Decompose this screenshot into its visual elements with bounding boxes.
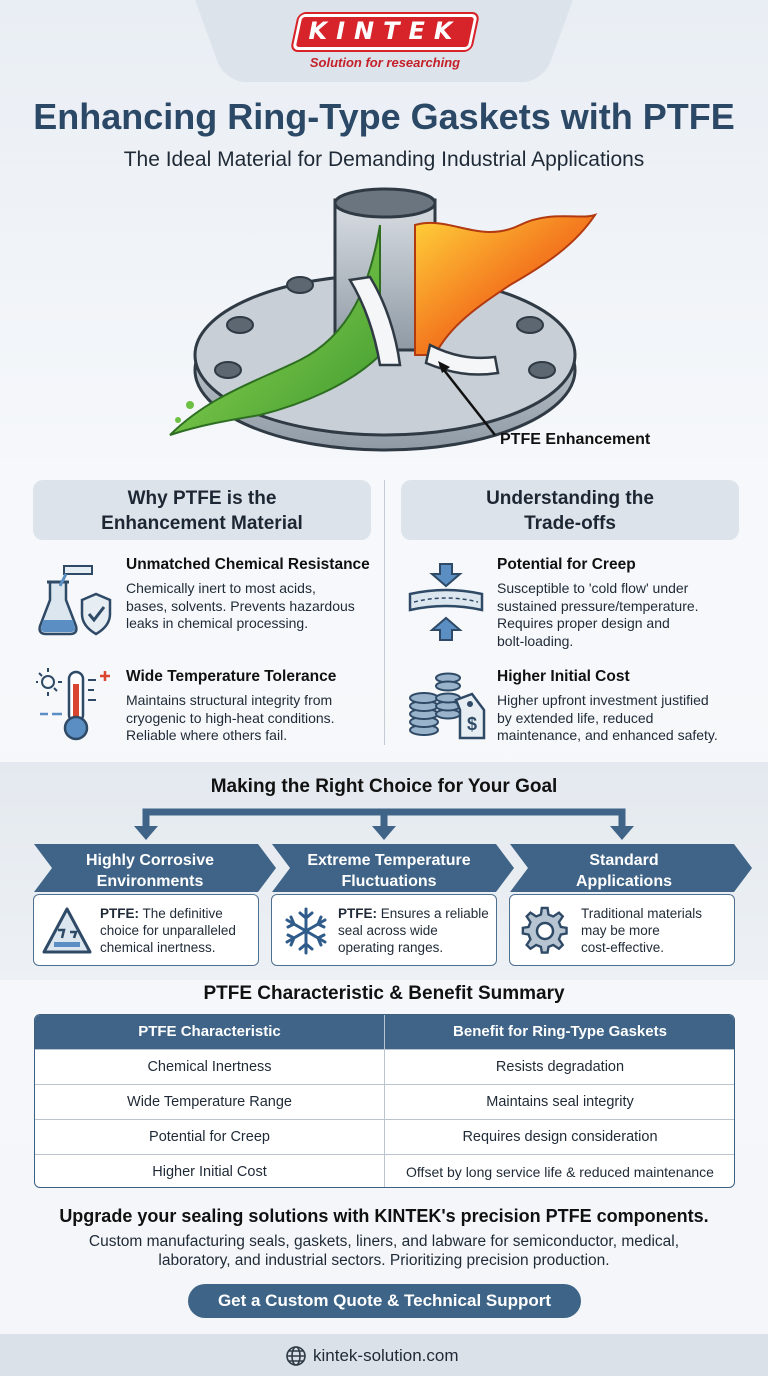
logo-tagline: Solution for researching xyxy=(309,55,461,70)
table-cell: Higher Initial Cost xyxy=(152,1164,267,1180)
goal-label-corrosive: Highly Corrosive Environments xyxy=(40,850,260,892)
goal-card-corrosive xyxy=(33,894,259,966)
why-ptfe-heading: Why PTFE is the Enhancement Material xyxy=(33,480,371,540)
summary-table: PTFE Characteristic Benefit for Ring-Typ… xyxy=(34,1014,735,1188)
label-line: Environments xyxy=(96,873,204,890)
tradeoff-item-desc-2: Higher upfront investment justified by e… xyxy=(497,692,747,745)
label-line: Standard xyxy=(589,852,659,869)
desc-line: bases, solvents. Prevents hazardous xyxy=(126,597,355,614)
goal-bold: PTFE: xyxy=(338,906,377,921)
goals-title: Making the Right Choice for Your Goal xyxy=(210,776,558,797)
goal-label-temperature: Extreme Temperature Fluctuations xyxy=(279,850,499,892)
table-cell: Resists degradation xyxy=(495,1059,625,1075)
goal-text-corrosive: PTFE: The definitive choice for unparall… xyxy=(100,905,236,956)
thermometer-icon xyxy=(36,668,110,741)
desc-line: Chemically inert to most acids, xyxy=(126,580,316,596)
desc-line: Requires proper design and xyxy=(497,615,670,631)
goal-text-standard: Traditional materials may be more cost-e… xyxy=(581,905,702,956)
page-title: Enhancing Ring-Type Gaskets with PTFE xyxy=(33,96,735,137)
table-cell: Offset by long service life & reduced ma… xyxy=(406,1164,714,1180)
goal-text-span: The definitive xyxy=(139,906,223,921)
why-heading-line2: Enhancement Material xyxy=(101,513,303,534)
tradeoff-item-desc-1: Susceptible to 'cold flow' under sustain… xyxy=(497,580,747,650)
goal-text-line: cost-effective. xyxy=(581,940,665,955)
desc-line: maintenance, and enhanced safety. xyxy=(497,727,718,743)
desc-line: Maintains structural integrity from xyxy=(126,692,333,708)
logo-text: KINTEK xyxy=(308,17,462,45)
why-heading-line1: Why PTFE is the xyxy=(127,488,277,509)
coins-price-tag-icon: $ xyxy=(409,672,486,740)
chemistry-shield-icon xyxy=(38,565,112,636)
table-cell: Wide Temperature Range xyxy=(127,1094,292,1110)
custom-quote-button[interactable]: Get a Custom Quote & Technical Support xyxy=(188,1284,581,1318)
table-header-characteristic: PTFE Characteristic xyxy=(138,1023,281,1040)
ptfe-enhancement-callout: PTFE Enhancement xyxy=(500,431,651,448)
svg-text:$: $ xyxy=(467,714,477,734)
why-item-title-2: Wide Temperature Tolerance xyxy=(126,668,337,685)
goal-text-line: operating ranges. xyxy=(338,940,444,955)
goal-text-line: chemical inertness. xyxy=(100,940,216,955)
cta-desc-line: Custom manufacturing seals, gaskets, lin… xyxy=(88,1233,680,1250)
tradeoff-item-title-2: Higher Initial Cost xyxy=(497,668,630,685)
tradeoff-item-title-1: Potential for Creep xyxy=(497,556,636,573)
footer-bar xyxy=(0,1334,768,1376)
why-item-desc-1: Chemically inert to most acids, bases, s… xyxy=(126,580,376,633)
cta-description: Custom manufacturing seals, gaskets, lin… xyxy=(60,1232,708,1270)
desc-line: bolt-loading. xyxy=(497,632,574,649)
why-item-desc-2: Maintains structural integrity from cryo… xyxy=(126,692,376,745)
cta-title: Upgrade your sealing solutions with KINT… xyxy=(59,1206,709,1226)
desc-line: cryogenic to high-heat conditions. xyxy=(126,709,335,726)
flange-cutaway-illustration xyxy=(169,187,598,452)
label-line: Fluctuations xyxy=(341,873,437,890)
label-line: Extreme Temperature xyxy=(307,852,471,869)
snowflake-icon xyxy=(285,907,327,955)
column-divider xyxy=(384,480,385,745)
goal-text-span: Ensures a reliable xyxy=(377,906,489,921)
goal-text-line: PTFE: Ensures a reliable xyxy=(338,905,489,922)
why-item-title-1: Unmatched Chemical Resistance xyxy=(126,556,370,573)
tradeoffs-heading-line2: Trade-offs xyxy=(524,513,616,534)
goal-label-standard: Standard Applications xyxy=(514,850,734,892)
table-cell: Requires design consideration xyxy=(462,1129,658,1145)
table-cell: Potential for Creep xyxy=(149,1129,270,1145)
goal-text-line: choice for unparalleled xyxy=(100,923,236,938)
goal-text-line: PTFE: The definitive xyxy=(100,905,236,922)
desc-line: Higher upfront investment justified xyxy=(497,692,709,708)
table-header-benefit: Benefit for Ring-Type Gaskets xyxy=(453,1023,667,1040)
label-line: Highly Corrosive xyxy=(85,852,215,869)
gear-icon xyxy=(521,906,568,954)
goal-text-temperature: PTFE: Ensures a reliable seal across wid… xyxy=(338,905,489,956)
tradeoffs-heading-line1: Understanding the xyxy=(486,488,654,509)
desc-line: Susceptible to 'cold flow' under xyxy=(497,580,689,596)
page-subtitle: The Ideal Material for Demanding Industr… xyxy=(123,148,645,171)
tradeoffs-heading: Understanding the Trade-offs xyxy=(401,480,739,540)
table-row: Wide Temperature Range Maintains seal in… xyxy=(35,1084,734,1119)
goal-text-line: seal across wide xyxy=(338,923,438,938)
table-column-divider xyxy=(384,1015,385,1187)
goal-text-line: may be more xyxy=(581,923,660,938)
goal-text-line: Traditional materials xyxy=(581,906,703,921)
summary-title: PTFE Characteristic & Benefit Summary xyxy=(203,983,565,1004)
desc-line: leaks in chemical processing. xyxy=(126,615,309,631)
compression-icon xyxy=(408,563,484,641)
desc-line: Reliable where others fail. xyxy=(126,727,288,743)
globe-icon xyxy=(286,1346,306,1366)
label-line: Applications xyxy=(575,873,672,890)
desc-line: by extended life, reduced xyxy=(497,709,654,726)
corrosive-warning-icon xyxy=(42,907,92,954)
website-link[interactable]: kintek-solution.com xyxy=(313,1346,459,1365)
goal-bold: PTFE: xyxy=(100,906,139,921)
table-cell: Maintains seal integrity xyxy=(486,1094,634,1110)
table-cell: Chemical Inertness xyxy=(147,1059,272,1075)
desc-line: sustained pressure/temperature. xyxy=(497,597,699,614)
cta-desc-line: laboratory, and industrial sectors. Prio… xyxy=(158,1252,610,1269)
goal-connector-arrows xyxy=(34,808,752,892)
